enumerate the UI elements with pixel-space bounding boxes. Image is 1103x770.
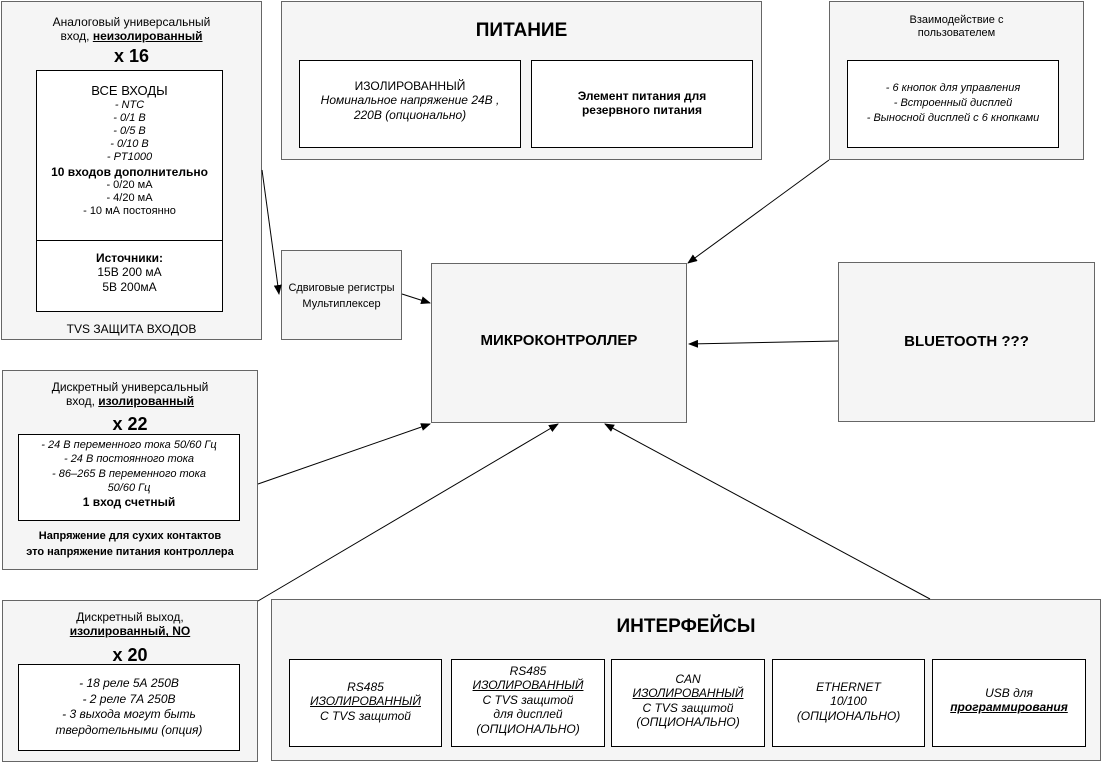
- interaction-item: - Выносной дисплей с 6 кнопками: [866, 111, 1040, 124]
- extra-inputs-heading: 10 входов дополнительно: [51, 164, 208, 179]
- ethernet-optional: (ОПЦИОНАЛЬНО): [796, 708, 901, 723]
- can-tvs: С TVS защитой: [642, 700, 734, 715]
- discrete-output-item: - 18 реле 5А 250В: [79, 676, 179, 690]
- ethernet-interface-box: ETHERNET 10/100 (ОПЦИОНАЛЬНО): [772, 659, 925, 747]
- source-item: 15В 200 мА: [97, 265, 162, 280]
- tvs-protection-label: TVS ЗАЩИТА ВХОДОВ: [66, 322, 197, 336]
- interfaces-block: ИНТЕРФЕЙСЫ RS485 ИЗОЛИРОВАННЫЙ С TVS защ…: [271, 599, 1101, 761]
- multiplexer-label: Мультиплексер: [302, 297, 381, 310]
- can-isolated: ИЗОЛИРОВАННЫЙ: [632, 686, 744, 701]
- analog-input-list: ВСЕ ВХОДЫ - NTC - 0/1 В - 0/5 В - 0/10 В…: [37, 83, 222, 218]
- discrete-input-item: 50/60 Гц: [107, 481, 151, 494]
- user-interaction-title: Взаимодействие с пользователем: [909, 14, 1004, 40]
- bluetooth-block: BLUETOOTH ???: [838, 262, 1095, 422]
- rs485-isolated: ИЗОЛИРОВАННЫЙ: [310, 694, 421, 709]
- all-inputs-heading: ВСЕ ВХОДЫ: [91, 83, 168, 98]
- rs485-display-interface-box: RS485 ИЗОЛИРОВАННЫЙ С TVS защитой для ди…: [451, 659, 605, 747]
- rs485-interface-box: RS485 ИЗОЛИРОВАННЫЙ С TVS защитой: [289, 659, 442, 747]
- sources-box: Источники: 15В 200 мА 5В 200мА: [36, 240, 223, 312]
- dry-contacts-note: Напряжение для сухих контактов это напря…: [26, 530, 234, 558]
- arrow-discrete-input-to-mcu: [257, 423, 431, 485]
- interaction-item: - Встроенный дисплей: [893, 96, 1013, 109]
- arrow-user-interaction-to-mcu: [687, 159, 830, 264]
- sources-list: Источники: 15В 200 мА 5В 200мА: [37, 251, 222, 294]
- interfaces-title: ИНТЕРФЕЙСЫ: [616, 616, 756, 637]
- shift-registers-block: Сдвиговые регистры Мультиплексер: [281, 250, 402, 340]
- usb-interface-box: USB для программирования: [932, 659, 1086, 747]
- analog-input-block: Аналоговый универсальный вход, неизолиро…: [1, 1, 262, 340]
- microcontroller-label: МИКРОКОНТРОЛЛЕР: [480, 332, 638, 349]
- usb-purpose: программирования: [950, 700, 1068, 715]
- rs485-name: RS485: [347, 680, 384, 694]
- analog-input-count: x 16: [113, 46, 150, 66]
- input-item: - 0/5 В: [113, 124, 146, 137]
- discrete-input-count: x 22: [112, 414, 148, 434]
- input-item: - 0/10 В: [110, 138, 149, 151]
- discrete-output-list: - 18 реле 5А 250В - 2 реле 7А 250В - 3 в…: [19, 676, 239, 738]
- discrete-input-item: - 86–265 В переменного тока: [52, 467, 206, 480]
- usb-label: USB для: [985, 686, 1033, 700]
- can-name: CAN: [675, 672, 701, 686]
- rs485-display-purpose: для дисплей: [493, 707, 563, 722]
- input-item: - 4/20 мА: [106, 192, 153, 205]
- rs485-display-optional: (ОПЦИОНАЛЬНО): [476, 721, 580, 736]
- discrete-output-title: Дискретный выход, изолированный, NO: [69, 610, 191, 639]
- discrete-input-item: - 24 В переменного тока 50/60 Гц: [41, 439, 217, 451]
- arrow-interfaces-to-mcu: [604, 423, 931, 600]
- shift-registers-label: Сдвиговые регистры: [288, 282, 395, 294]
- rs485-display-tvs: С TVS защитой: [482, 692, 574, 707]
- user-interaction-list-box: - 6 кнопок для управления - Встроенный д…: [847, 60, 1059, 148]
- sources-heading: Источники:: [95, 251, 164, 265]
- isolated-power-desc: Номинальное напряжение 24В , 220В (опцио…: [320, 93, 500, 122]
- bluetooth-label: BLUETOOTH ???: [904, 333, 1029, 350]
- can-optional: (ОПЦИОНАЛЬНО): [636, 715, 740, 730]
- user-interaction-list: - 6 кнопок для управления - Встроенный д…: [848, 81, 1058, 126]
- discrete-output-item: твердотельными (опция): [55, 722, 203, 737]
- counter-input-label: 1 вход счетный: [82, 495, 176, 510]
- input-item: - 10 мА постоянно: [83, 205, 176, 218]
- ethernet-name: ETHERNET: [816, 680, 881, 694]
- interaction-item: - 6 кнопок для управления: [885, 82, 1021, 94]
- discrete-input-title: Дискретный универсальный вход, изолирова…: [51, 380, 209, 409]
- ethernet-speed: 10/100: [830, 694, 867, 709]
- discrete-input-list: - 24 В переменного тока 50/60 Гц - 24 В …: [19, 438, 239, 511]
- arrow-shift-registers-to-mcu: [401, 293, 431, 305]
- input-item: - NTC: [114, 98, 145, 111]
- rs485-display-isolated: ИЗОЛИРОВАННЫЙ: [472, 678, 584, 693]
- analog-input-title: Аналоговый универсальный вход, неизолиро…: [52, 15, 211, 44]
- discrete-input-block: Дискретный универсальный вход, изолирова…: [2, 370, 258, 570]
- discrete-input-item: - 24 В постоянного тока: [63, 453, 195, 466]
- arrow-discrete-output-to-mcu: [257, 423, 559, 602]
- rs485-tvs: С TVS защитой: [320, 708, 411, 723]
- user-interaction-block: Взаимодействие с пользователем - 6 кнопо…: [829, 1, 1084, 160]
- backup-power-box: Элемент питания для резервного питания: [531, 60, 753, 148]
- discrete-output-item: - 3 выхода могут быть: [62, 707, 196, 722]
- input-item: - 0/1 В: [113, 111, 146, 124]
- can-interface-box: CAN ИЗОЛИРОВАННЫЙ С TVS защитой (ОПЦИОНА…: [611, 659, 765, 747]
- arrow-analog-to-shift-registers: [261, 169, 282, 295]
- power-block: ПИТАНИЕ ИЗОЛИРОВАННЫЙ Номинальное напряж…: [281, 1, 762, 160]
- power-title: ПИТАНИЕ: [475, 20, 568, 41]
- input-item: - PT1000: [106, 151, 153, 164]
- isolated-power-box: ИЗОЛИРОВАННЫЙ Номинальное напряжение 24В…: [299, 60, 521, 148]
- discrete-output-block: Дискретный выход, изолированный, NO x 20…: [2, 600, 258, 762]
- microcontroller-block: МИКРОКОНТРОЛЛЕР: [431, 263, 687, 423]
- rs485-display-name: RS485: [509, 664, 547, 678]
- discrete-output-item: - 2 реле 7А 250В: [82, 691, 176, 706]
- discrete-input-list-box: - 24 В переменного тока 50/60 Гц - 24 В …: [18, 434, 240, 521]
- arrow-bluetooth-to-mcu: [688, 339, 839, 348]
- discrete-output-list-box: - 18 реле 5А 250В - 2 реле 7А 250В - 3 в…: [18, 664, 240, 751]
- input-item: - 0/20 мА: [106, 178, 153, 191]
- backup-power-label: Элемент питания для резервного питания: [577, 89, 707, 118]
- discrete-output-count: x 20: [112, 645, 148, 665]
- analog-input-list-box: ВСЕ ВХОДЫ - NTC - 0/1 В - 0/5 В - 0/10 В…: [36, 70, 223, 241]
- source-item: 5В 200мА: [102, 279, 157, 294]
- isolated-power-title: ИЗОЛИРОВАННЫЙ: [354, 79, 466, 93]
